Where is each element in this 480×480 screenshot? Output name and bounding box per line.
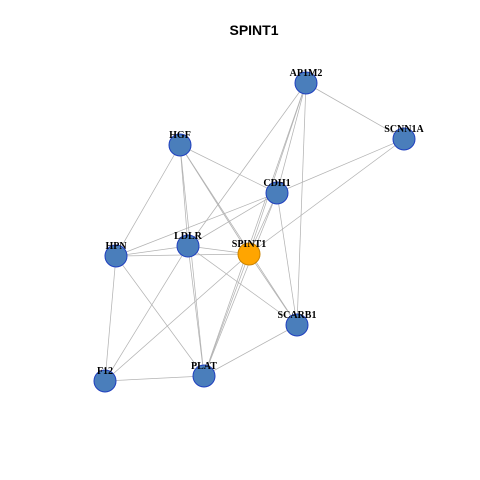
node-ap1m2[interactable]	[294, 71, 318, 95]
node-label-hpn: HPN	[105, 241, 127, 252]
node-label-ldlr: LDLR	[174, 231, 203, 242]
node-label-hgf: HGF	[169, 130, 191, 141]
node-ldlr[interactable]	[176, 234, 200, 258]
edge-ap1m2-spint1	[248, 82, 307, 255]
edge-hgf-ldlr	[179, 144, 189, 247]
node-label-scnn1a: SCNN1A	[384, 124, 424, 135]
edge-ap1m2-scnn1a	[305, 82, 405, 140]
edge-scnn1a-spint1	[248, 138, 405, 255]
edge-spint1-plat	[203, 253, 250, 377]
edge-scnn1a-cdh1	[276, 138, 405, 194]
edge-f12-plat	[104, 375, 205, 382]
edge-hpn-ldlr	[115, 245, 189, 257]
node-hpn[interactable]	[104, 244, 128, 268]
node-hgf[interactable]	[168, 133, 192, 157]
node-label-f12: F12	[97, 366, 113, 377]
node-plat[interactable]	[192, 364, 216, 388]
edge-ldlr-scarb1	[187, 245, 298, 326]
node-label-ap1m2: AP1M2	[290, 68, 323, 79]
edge-hgf-scarb1	[179, 144, 298, 326]
node-scarb1[interactable]	[285, 313, 309, 337]
node-spint1[interactable]	[237, 242, 261, 266]
node-layer	[93, 71, 416, 393]
edge-ap1m2-plat	[203, 82, 307, 377]
diagram-title: SPINT1	[229, 22, 278, 38]
edge-ap1m2-cdh1	[276, 82, 307, 194]
node-label-plat: PLAT	[191, 361, 217, 372]
edge-ap1m2-ldlr	[187, 82, 307, 247]
node-scnn1a[interactable]	[392, 127, 416, 151]
node-cdh1[interactable]	[265, 181, 289, 205]
edge-cdh1-scarb1	[276, 192, 298, 326]
edge-hgf-cdh1	[179, 144, 278, 194]
edge-hgf-plat	[179, 144, 205, 377]
edge-hpn-f12	[104, 255, 117, 382]
edge-ap1m2-scarb1	[296, 82, 307, 326]
edge-cdh1-ldlr	[187, 192, 278, 247]
node-label-cdh1: CDH1	[263, 178, 290, 189]
node-label-spint1: SPINT1	[232, 239, 266, 250]
edge-layer	[104, 82, 405, 382]
edge-ldlr-plat	[187, 245, 205, 377]
edge-spint1-scarb1	[248, 253, 298, 326]
edge-hpn-plat	[115, 255, 205, 377]
node-label-scarb1: SCARB1	[278, 310, 317, 321]
edge-ldlr-f12	[104, 245, 189, 382]
edge-hgf-hpn	[115, 144, 181, 257]
edge-cdh1-hpn	[115, 192, 278, 257]
edge-spint1-f12	[104, 253, 250, 382]
edge-scarb1-plat	[203, 324, 298, 377]
node-f12[interactable]	[93, 369, 117, 393]
